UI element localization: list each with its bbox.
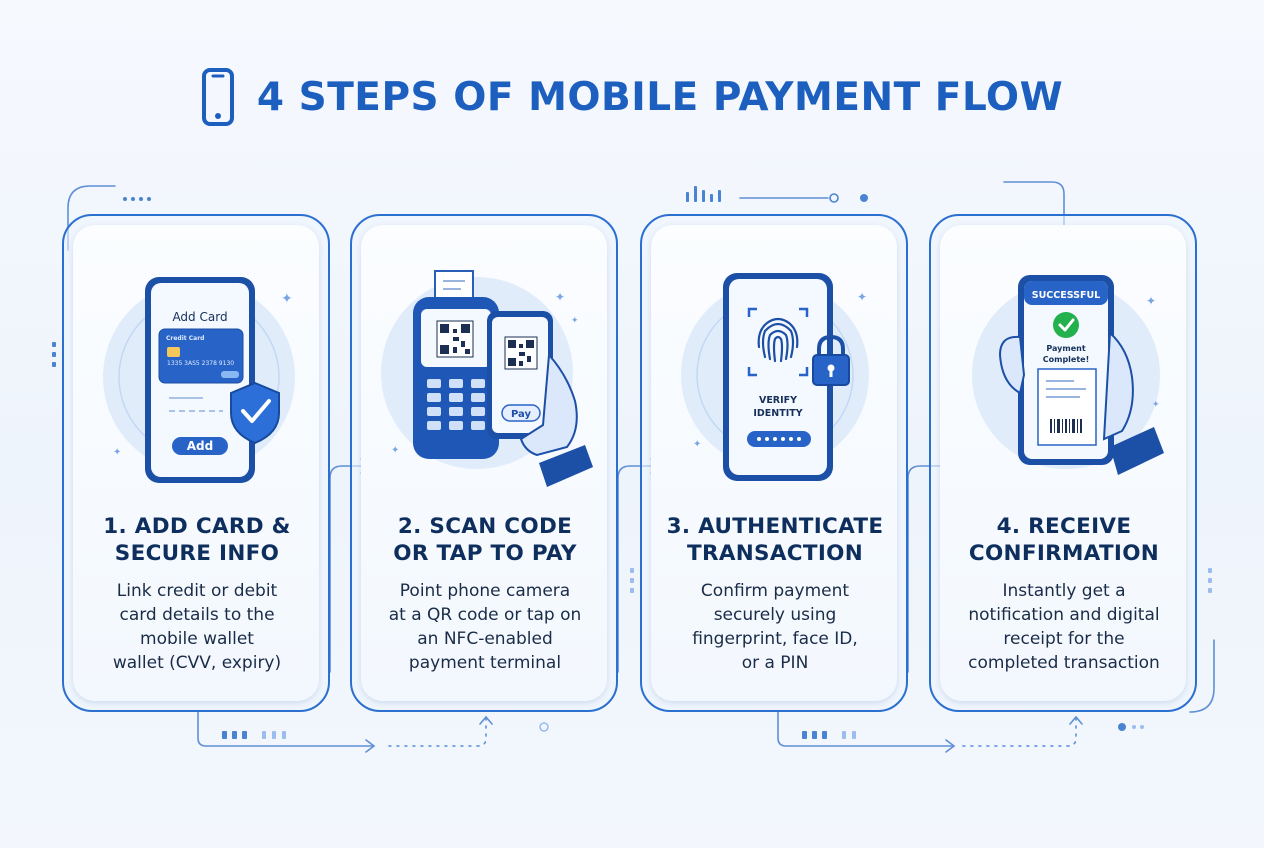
step-card-3: ✦ ✦ VERIFY IDENTITY bbox=[640, 214, 908, 712]
step-3-description: Confirm payment securely using fingerpri… bbox=[692, 581, 858, 673]
qr-code-icon bbox=[504, 336, 538, 370]
svg-text:✦: ✦ bbox=[1152, 400, 1160, 410]
hand-holding-phone-icon bbox=[998, 330, 1164, 475]
add-button-label: Add bbox=[187, 439, 213, 453]
receipt-icon bbox=[1037, 368, 1097, 446]
svg-text:✦: ✦ bbox=[281, 291, 293, 307]
verify-identity-line-2: IDENTITY bbox=[753, 408, 802, 419]
credit-card-icon bbox=[158, 328, 244, 384]
step-card-1: ✦ ✦ Add Card Credit Card 1335 3AS5 2378 … bbox=[62, 214, 330, 712]
step-card-4: ✦ ✦ SUCCESSFUL Payment Complete! bbox=[929, 214, 1197, 712]
payment-terminal-icon bbox=[413, 270, 499, 459]
smartphone-icon bbox=[201, 68, 235, 126]
step-4-illustration: ✦ ✦ SUCCESSFUL Payment Complete! bbox=[940, 225, 1188, 503]
svg-text:✦: ✦ bbox=[857, 290, 867, 304]
step-card-2: ✦ ✦ ✦ bbox=[350, 214, 618, 712]
pin-dots-icon bbox=[747, 431, 811, 447]
padlock-icon bbox=[812, 334, 850, 386]
hand-holding-phone-icon bbox=[519, 352, 593, 487]
step-4-title: 4. RECEIVE CONFIRMATION bbox=[968, 514, 1160, 566]
payment-complete-line-1: Payment bbox=[1046, 344, 1085, 353]
step-1-title: 1. ADD CARD & SECURE INFO bbox=[103, 514, 291, 566]
shield-check-icon bbox=[230, 381, 280, 445]
step-3-illustration: ✦ ✦ VERIFY IDENTITY bbox=[651, 225, 899, 503]
svg-text:✦: ✦ bbox=[555, 290, 565, 304]
step-1-illustration: ✦ ✦ Add Card Credit Card 1335 3AS5 2378 … bbox=[73, 225, 321, 503]
add-card-screen-title: Add Card bbox=[172, 310, 227, 324]
add-button bbox=[172, 437, 228, 455]
checkmark-icon bbox=[1053, 312, 1079, 338]
page-title-text: 4 STEPS OF MOBILE PAYMENT FLOW bbox=[256, 74, 1064, 120]
page-title: 4 STEPS OF MOBILE PAYMENT FLOW bbox=[0, 62, 1264, 132]
credit-card-number: 1335 3AS5 2378 9130 bbox=[167, 360, 234, 367]
pay-label: Pay bbox=[511, 409, 532, 420]
pay-button bbox=[501, 404, 541, 422]
step-2-description: Point phone camera at a QR code or tap o… bbox=[388, 581, 582, 673]
verify-identity-line-1: VERIFY bbox=[759, 395, 797, 406]
svg-text:✦: ✦ bbox=[571, 316, 579, 326]
fingerprint-icon bbox=[757, 317, 799, 363]
svg-text:✦: ✦ bbox=[113, 447, 121, 458]
step-2-title: 2. SCAN CODE OR TAP TO PAY bbox=[393, 514, 577, 566]
step-4-description: Instantly get a notification and digital… bbox=[968, 581, 1160, 673]
step-2-illustration: ✦ ✦ ✦ bbox=[361, 225, 609, 503]
payment-complete-line-2: Complete! bbox=[1043, 355, 1090, 364]
qr-code-icon bbox=[436, 320, 474, 358]
svg-text:✦: ✦ bbox=[693, 439, 701, 450]
success-header: SUCCESSFUL bbox=[1032, 290, 1101, 301]
step-3-title: 3. AUTHENTICATE TRANSACTION bbox=[666, 514, 884, 566]
step-1-description: Link credit or debit card details to the… bbox=[112, 581, 282, 673]
credit-card-label: Credit Card bbox=[166, 335, 204, 342]
svg-text:✦: ✦ bbox=[1146, 294, 1156, 308]
svg-text:✦: ✦ bbox=[391, 445, 399, 456]
